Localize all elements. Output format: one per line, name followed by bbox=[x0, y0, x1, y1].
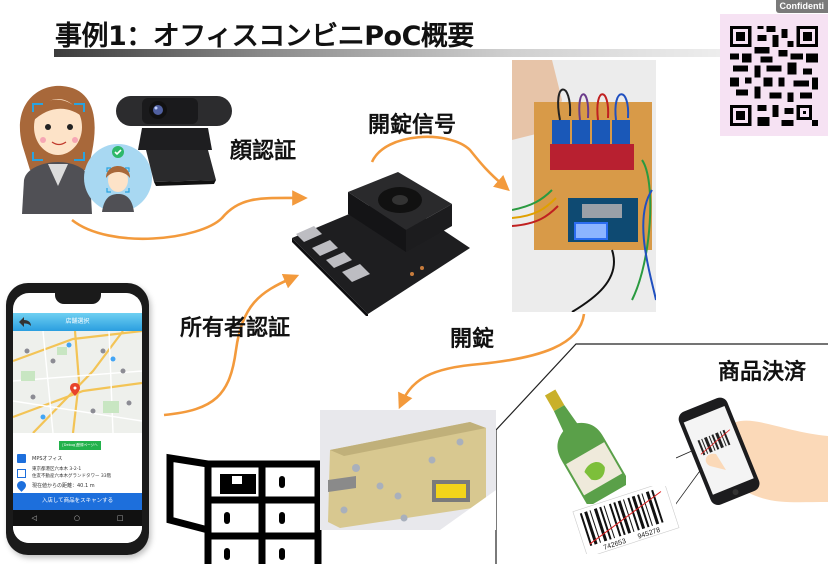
title-poc: PoC bbox=[364, 21, 421, 52]
nav-home-button[interactable]: ○ bbox=[73, 514, 80, 522]
label-face-auth: 顔認証 bbox=[230, 139, 297, 164]
smartphone: 店舗選択 [Debug]登録ページへ MPSオフィス bbox=[6, 283, 149, 555]
map-view[interactable] bbox=[13, 331, 142, 433]
qr-code-panel bbox=[720, 14, 828, 136]
building-icon bbox=[17, 468, 26, 478]
arrow-phone-to-board bbox=[163, 273, 300, 417]
distance-text: 現在値からの距離：40.1 m bbox=[32, 483, 95, 489]
barcode-bar bbox=[631, 495, 646, 530]
phone-bottom-area bbox=[13, 526, 142, 543]
webcam-icon bbox=[116, 96, 232, 186]
store-name: MPSオフィス bbox=[32, 456, 63, 462]
payment-frame bbox=[495, 343, 828, 564]
barcode-icon: 742653 945278 bbox=[572, 486, 680, 554]
title-suffix: 概要 bbox=[420, 21, 475, 52]
barcode-bar bbox=[651, 489, 664, 523]
location-marker-icon bbox=[15, 479, 28, 492]
phone-scan-icon bbox=[676, 397, 828, 505]
title-prefix: 事例1：オフィスコンビニ bbox=[55, 21, 365, 52]
store-icon bbox=[17, 454, 26, 463]
debug-register-button[interactable]: [Debug]登録ページへ bbox=[59, 441, 101, 450]
barcode-bar bbox=[589, 510, 601, 543]
app-header-title: 店舗選択 bbox=[65, 318, 90, 325]
label-owner-auth: 所有者認証 bbox=[180, 316, 291, 341]
qr-code-icon bbox=[730, 26, 818, 126]
arrow-face-to-board bbox=[71, 190, 308, 241]
confidential-badge: Confidenti bbox=[775, 0, 828, 13]
label-unlock-signal: 開錠信号 bbox=[368, 113, 457, 138]
back-arrow-icon[interactable] bbox=[18, 316, 32, 328]
address-line-1: 東京都港区六本木 3-2-1 bbox=[32, 467, 82, 472]
title-underline-bar bbox=[54, 49, 754, 57]
barcode-bar bbox=[579, 513, 593, 546]
android-nav-bar: ◁ ○ □ bbox=[13, 510, 142, 526]
store-address-row: 東京都港区六本木 3-2-1 住友不動産六本木グランドタワー 33階 bbox=[17, 466, 111, 480]
relay-board-photo bbox=[512, 60, 656, 312]
face-recognition-icon bbox=[19, 85, 152, 214]
arrow-board-to-relay bbox=[370, 135, 510, 192]
barcode-bar bbox=[627, 497, 640, 531]
nav-back-button[interactable]: ◁ bbox=[31, 514, 37, 522]
wine-bottle-icon bbox=[544, 389, 626, 504]
label-unlock: 開錠 bbox=[450, 327, 495, 352]
address-line-2: 住友不動産六本木グランドタワー 33階 bbox=[32, 474, 112, 479]
barcode-bar bbox=[613, 502, 626, 536]
barcode-bar bbox=[608, 503, 622, 537]
store-address: 東京都港区六本木 3-2-1 住友不動産六本木グランドタワー 33階 bbox=[32, 466, 111, 480]
phone-notch bbox=[55, 293, 101, 304]
label-payment: 商品決済 bbox=[718, 360, 807, 385]
barcode-bar bbox=[617, 500, 632, 534]
barcode-bar bbox=[641, 493, 653, 526]
barcode-bar bbox=[584, 511, 598, 545]
arrow-relay-to-lock bbox=[398, 313, 586, 410]
jetson-board-icon bbox=[292, 172, 470, 316]
nav-recent-button[interactable]: □ bbox=[116, 514, 124, 522]
store-name-row: MPSオフィス bbox=[17, 454, 62, 463]
barcode-bar bbox=[637, 494, 650, 528]
barcode-bar bbox=[599, 506, 612, 540]
phone-screen: 店舗選択 [Debug]登録ページへ MPSオフィス bbox=[13, 293, 142, 543]
enter-and-scan-button[interactable]: 入店して商品をスキャンする bbox=[13, 493, 142, 510]
page-title: 事例1：オフィスコンビニPoC概要 bbox=[55, 14, 474, 53]
app-header: 店舗選択 bbox=[13, 313, 142, 331]
barcode-bar bbox=[603, 505, 616, 539]
electric-lock-photo bbox=[320, 410, 496, 530]
distance-row: 現在値からの距離：40.1 m bbox=[15, 479, 95, 492]
locker-icon bbox=[166, 453, 322, 564]
